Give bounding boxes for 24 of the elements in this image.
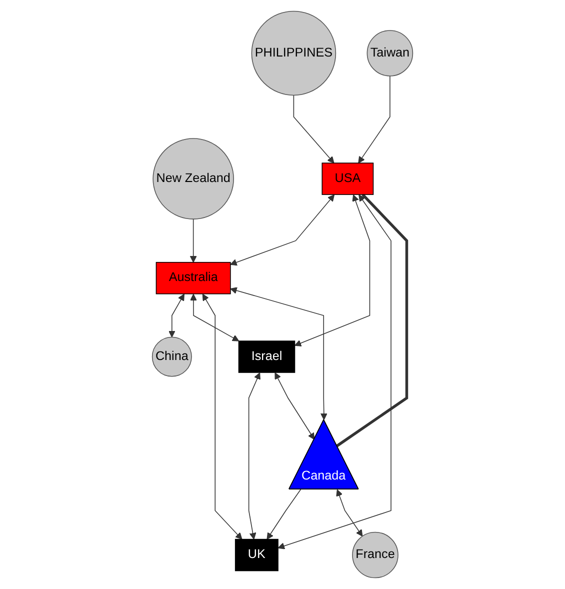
node-box: Israel bbox=[238, 340, 296, 373]
arrow bbox=[274, 372, 315, 440]
arrow bbox=[336, 489, 363, 537]
arrow bbox=[230, 194, 335, 266]
connector bbox=[336, 194, 408, 448]
node-circle: France bbox=[352, 532, 398, 578]
arrow bbox=[358, 76, 390, 164]
node-circle: New Zealand bbox=[152, 138, 234, 220]
arrow bbox=[202, 294, 242, 540]
arrow bbox=[230, 287, 328, 420]
arrow bbox=[248, 372, 260, 540]
node-box: USA bbox=[322, 162, 374, 195]
arrow bbox=[278, 194, 392, 550]
arrow bbox=[190, 218, 197, 263]
arrow bbox=[190, 294, 240, 342]
node-circle: PHILIPPINES bbox=[251, 10, 336, 96]
node-box: UK bbox=[234, 538, 278, 572]
arrow bbox=[266, 488, 302, 540]
node-circle: China bbox=[152, 336, 192, 377]
node-circle: Taiwan bbox=[366, 30, 414, 76]
arrow bbox=[168, 294, 184, 338]
node-box: Australia bbox=[156, 262, 231, 294]
arrow bbox=[293, 94, 334, 164]
arrow bbox=[294, 194, 370, 346]
